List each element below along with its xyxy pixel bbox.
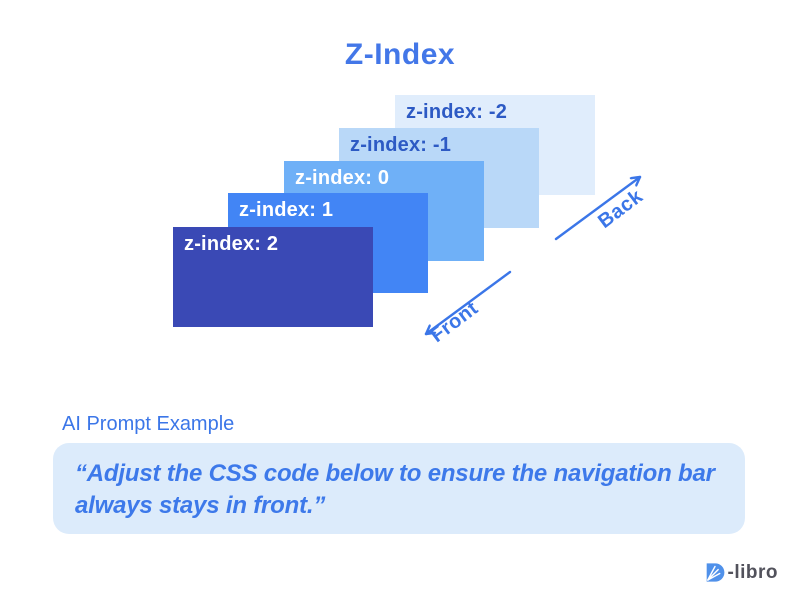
dlibro-logo-icon xyxy=(706,563,724,582)
dlibro-logo: -libro xyxy=(702,560,779,585)
layer-label: z-index: 2 xyxy=(184,233,279,255)
layer-label: z-index: -1 xyxy=(350,134,452,156)
page-title: Z-Index xyxy=(344,38,456,71)
ai-prompt-text: “Adjust the CSS code below to ensure the… xyxy=(75,460,715,519)
layer-label: z-index: -2 xyxy=(406,101,508,123)
back-axis-label: Back xyxy=(594,185,648,233)
layer-label: z-index: 1 xyxy=(239,199,334,221)
layer-z-index-2: z-index: 2 xyxy=(173,227,373,327)
ai-prompt-heading: AI Prompt Example xyxy=(62,413,235,435)
ai-prompt-box: “Adjust the CSS code below to ensure the… xyxy=(53,443,745,534)
front-axis-label: Front xyxy=(426,297,483,348)
dlibro-logo-text: -libro xyxy=(727,561,778,583)
layer-label: z-index: 0 xyxy=(295,167,390,189)
